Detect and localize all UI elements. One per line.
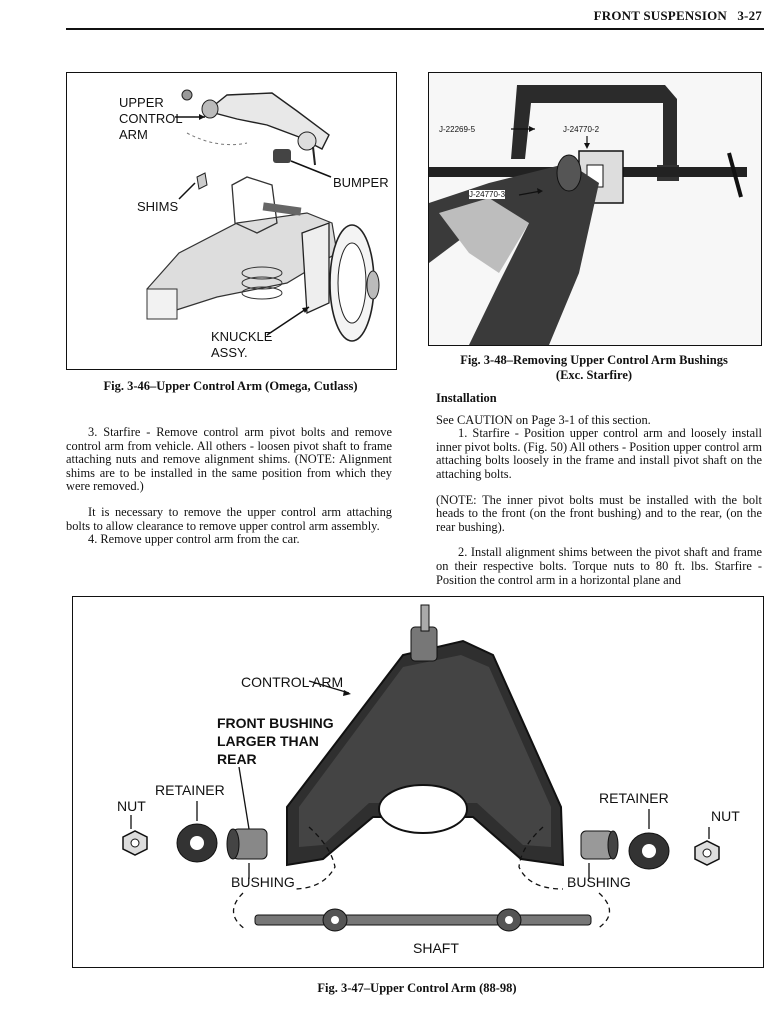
- install-step-1: 1. Starfire - Position upper control arm…: [436, 426, 762, 481]
- caption-fig-3-48: Fig. 3-48–Removing Upper Control Arm Bus…: [428, 353, 760, 383]
- label-arm: ARM: [119, 127, 148, 142]
- label-front-bushing-3: REAR: [217, 751, 257, 767]
- label-assy: ASSY.: [211, 345, 248, 360]
- header-title: FRONT SUSPENSION: [593, 8, 727, 23]
- figure-3-48: J-22269-5 J-24770-2 J-24770-3: [428, 72, 762, 346]
- bushing-removal-photo: [429, 73, 761, 345]
- paragraph-clearance-note: It is necessary to remove the upper cont…: [66, 504, 392, 533]
- page-header: FRONT SUSPENSION 3-27: [594, 8, 762, 24]
- caution-line: See CAUTION on Page 3-1 of this section.: [436, 412, 651, 427]
- figure-3-47: CONTROL ARM FRONT BUSHING LARGER THAN RE…: [72, 596, 764, 968]
- label-shaft: SHAFT: [413, 940, 459, 956]
- label-retainer-left: RETAINER: [155, 782, 225, 798]
- tool-label-j24770-3: J-24770-3: [469, 190, 506, 199]
- left-column-text: 3. Starfire - Remove control arm pivot b…: [66, 425, 392, 559]
- paragraph-step-3: 3. Starfire - Remove control arm pivot b…: [66, 425, 392, 494]
- label-bushing-left: BUSHING: [231, 874, 295, 890]
- label-knuckle: KNUCKLE: [211, 329, 273, 344]
- right-column-text: Installation See CAUTION on Page 3-1 of …: [436, 391, 762, 587]
- figure-3-46: UPPER CONTROL ARM BUMPER SHIMS KNUCKLE A…: [66, 72, 397, 370]
- tool-label-j22269-5: J-22269-5: [439, 125, 476, 134]
- install-note: (NOTE: The inner pivot bolts must be ins…: [436, 492, 762, 534]
- label-bumper: BUMPER: [333, 175, 389, 190]
- caption-fig-3-48-line2: (Exc. Starfire): [555, 368, 633, 382]
- label-front-bushing-2: LARGER THAN: [217, 733, 319, 749]
- label-front-bushing-1: FRONT BUSHING: [217, 715, 334, 731]
- caption-fig-3-47: Fig. 3-47–Upper Control Arm (88-98): [317, 981, 517, 995]
- paragraph-step-4: 4. Remove upper control arm from the car…: [88, 532, 300, 547]
- label-control: CONTROL: [119, 111, 183, 126]
- label-shims: SHIMS: [137, 199, 179, 214]
- tool-label-j24770-2: J-24770-2: [563, 125, 600, 134]
- install-step-2: 2. Install alignment shims between the p…: [436, 545, 762, 587]
- label-retainer-right: RETAINER: [599, 790, 669, 806]
- caption-fig-3-48-line1: Fig. 3-48–Removing Upper Control Arm Bus…: [460, 353, 728, 367]
- installation-heading: Installation: [436, 391, 497, 405]
- upper-control-arm-illustration: [146, 89, 380, 342]
- header-rule: [66, 28, 764, 30]
- label-upper: UPPER: [119, 95, 164, 110]
- label-nut-right: NUT: [711, 808, 740, 824]
- exploded-upper-control-arm-illustration: [122, 604, 720, 932]
- label-bushing-right: BUSHING: [567, 874, 631, 890]
- label-nut-left: NUT: [117, 798, 146, 814]
- page-number: 3-27: [737, 8, 762, 23]
- label-control-arm: CONTROL ARM: [241, 674, 344, 690]
- caption-fig-3-46: Fig. 3-46–Upper Control Arm (Omega, Cutl…: [103, 379, 358, 393]
